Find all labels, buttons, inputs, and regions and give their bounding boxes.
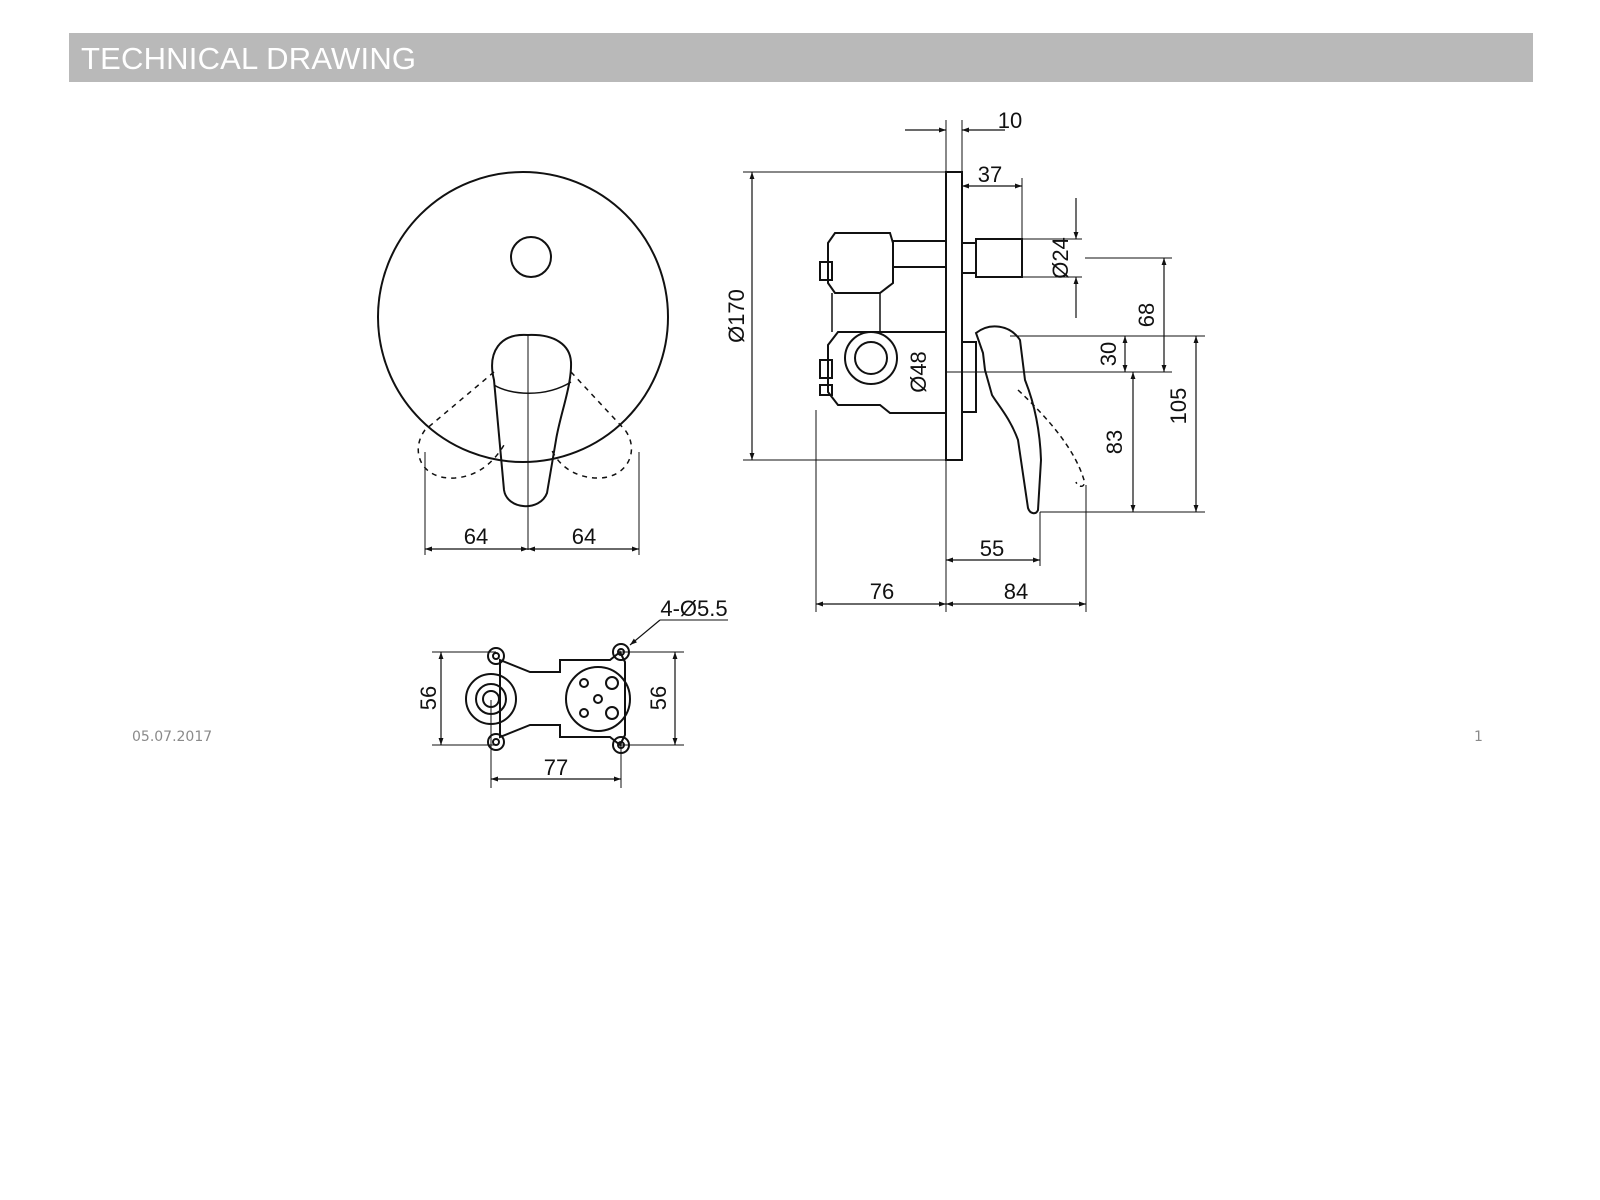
dim-rough-in-depth: 76	[870, 579, 894, 604]
dim-front-left: 64	[464, 524, 488, 549]
page-number: 1	[1474, 729, 1483, 745]
dim-lever-axis-height: 105	[1166, 388, 1191, 425]
mounting-bracket	[499, 650, 626, 747]
cover-plate-outline	[377, 171, 669, 463]
dim-outlet-to-axis: 68	[1134, 303, 1159, 327]
dim-plate-thickness: 10	[998, 108, 1022, 133]
side-view	[819, 120, 1086, 515]
dim-outlet-diameter: Ø24	[1048, 237, 1073, 279]
page-title: TECHNICAL DRAWING	[81, 41, 417, 76]
bracket-dimensions: 4-Ø5.5 56 56 77	[416, 596, 728, 788]
dim-lever-height: 30	[1096, 342, 1121, 366]
dim-bracket-height-left: 56	[416, 686, 441, 710]
dim-front-right: 64	[572, 524, 596, 549]
side-lever	[974, 325, 1043, 515]
dim-mounting-holes: 4-Ø5.5	[660, 596, 727, 621]
upper-body	[827, 232, 894, 294]
bracket-view	[465, 643, 631, 754]
diverter-knob	[510, 236, 552, 278]
dim-lever-lower-height: 83	[1102, 430, 1127, 454]
dim-bracket-height-right: 56	[646, 686, 671, 710]
dim-plate-diameter: Ø170	[724, 289, 749, 343]
side-dimensions: 10 37 Ø170 Ø24 Ø48 68 30 105 83	[724, 108, 1205, 612]
body-port-inner	[854, 341, 888, 375]
front-dimensions: 64 64	[424, 452, 640, 555]
footer-date: 05.07.2017	[132, 729, 213, 745]
lever-swing-dashed	[417, 371, 633, 479]
dim-body-diameter: Ø48	[906, 351, 931, 393]
front-view	[377, 171, 669, 550]
bracket-port-right	[565, 666, 631, 732]
dim-outlet-projection: 37	[978, 162, 1002, 187]
dim-bracket-width: 77	[544, 755, 568, 780]
wall-plate	[945, 171, 963, 461]
dim-lever-depth: 55	[980, 536, 1004, 561]
dim-lever-reach: 84	[1004, 579, 1028, 604]
lever-handle	[491, 333, 573, 508]
spout-outlet	[975, 238, 1023, 278]
lever-inner-contour	[493, 381, 572, 394]
header-bar: TECHNICAL DRAWING	[69, 33, 1533, 82]
body-port-outer	[844, 331, 898, 385]
